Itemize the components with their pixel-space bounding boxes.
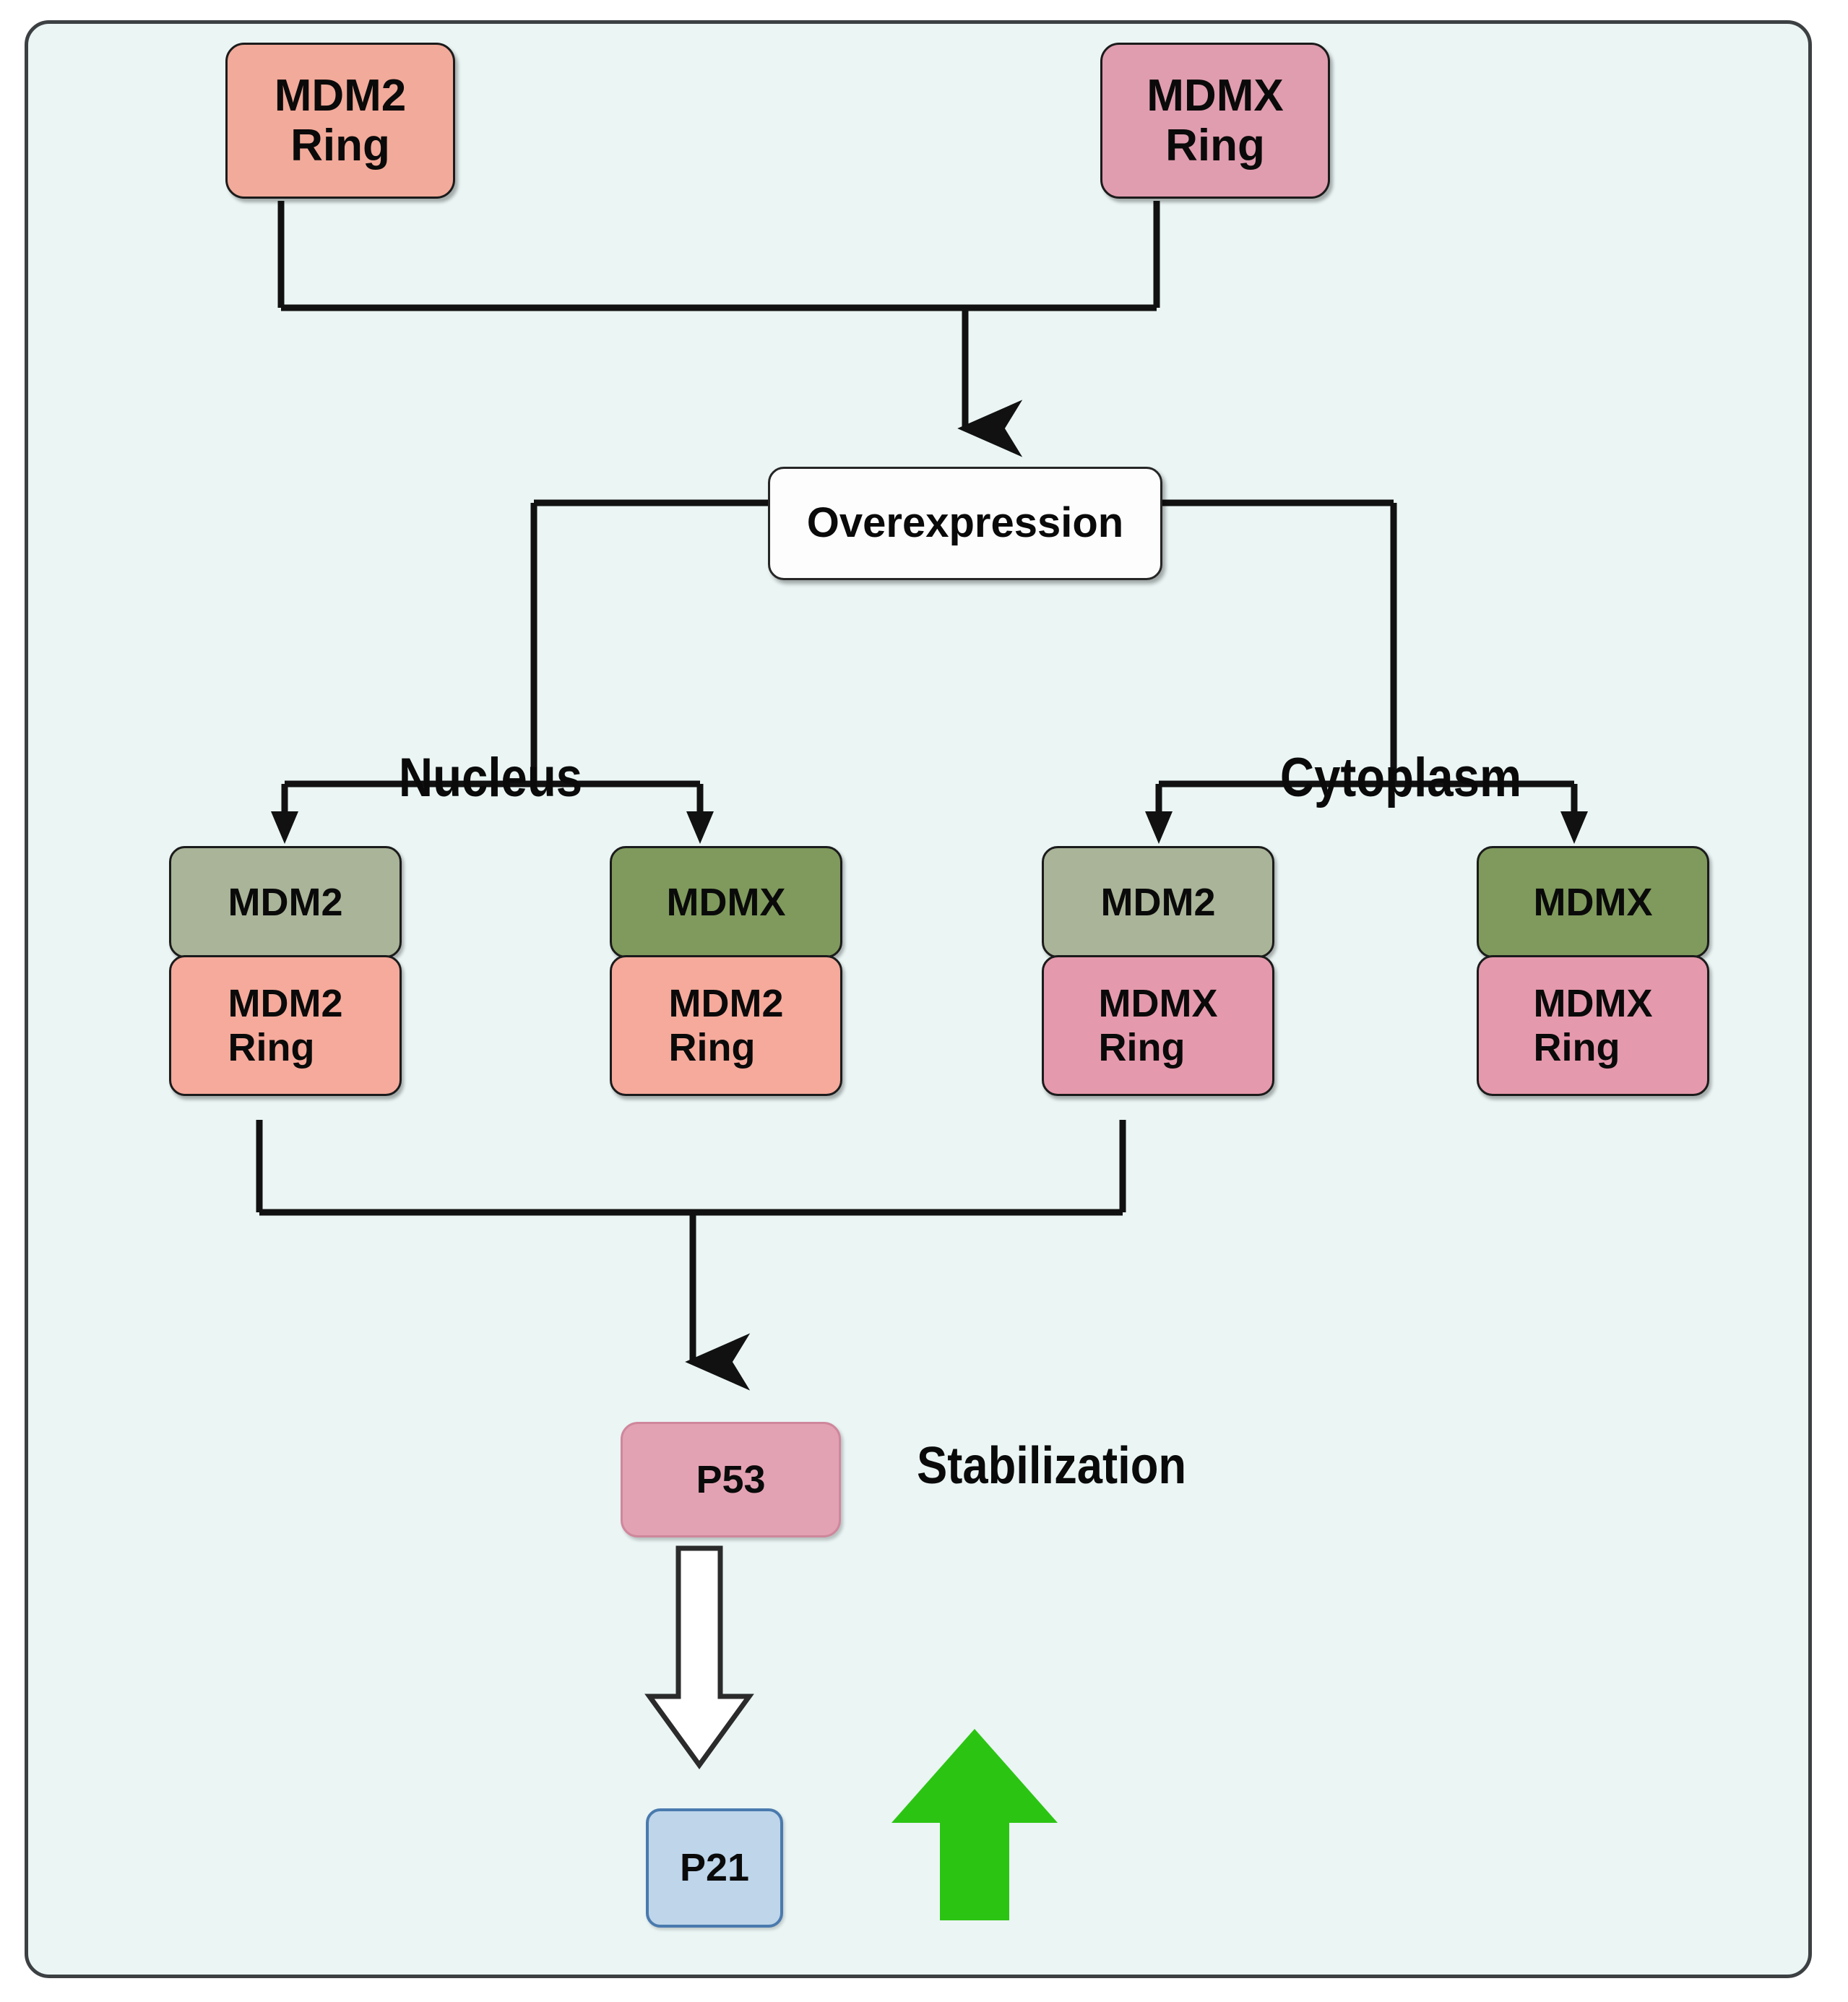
- label-cytoplasm: Cytoplasm: [1279, 747, 1522, 808]
- complex-bottom-segment: MDMX Ring: [1042, 955, 1274, 1096]
- complex-top-segment: MDM2: [169, 846, 402, 958]
- node-p53: P53: [621, 1422, 841, 1537]
- arrowhead-cytoplasm-right: [1560, 811, 1588, 844]
- complex-cytoplasm-mdmx-mdmxring: MDMX MDMX Ring: [1477, 846, 1709, 1096]
- complex-nucleus-mdmx-mdm2ring: MDMX MDM2 Ring: [610, 846, 842, 1096]
- green-up-arrow-icon: [891, 1729, 1058, 1920]
- arrowhead-nucleus-right: [686, 811, 714, 844]
- complex-top-segment: MDMX: [1477, 846, 1709, 958]
- complex-bottom-segment: MDM2 Ring: [610, 955, 842, 1096]
- node-overexpression: Overexpression: [768, 467, 1162, 580]
- label-nucleus: Nucleus: [398, 747, 583, 808]
- pathway-diagram-frame: MDM2 Ring MDMX Ring Overexpression Nucle…: [25, 20, 1812, 1978]
- arrowhead-cytoplasm-left: [1145, 811, 1173, 844]
- compartment-arrowheads: [271, 811, 1588, 844]
- node-mdmx-ring-top: MDMX Ring: [1100, 43, 1330, 199]
- label-stabilization: Stabilization: [917, 1437, 1187, 1495]
- complex-cytoplasm-mdm2-mdmxring: MDM2 MDMX Ring: [1042, 846, 1274, 1096]
- arrowhead-nucleus-left: [271, 811, 298, 844]
- complex-top-segment: MDM2: [1042, 846, 1274, 958]
- complex-top-segment: MDMX: [610, 846, 842, 958]
- complex-nucleus-mdm2-mdm2ring: MDM2 MDM2 Ring: [169, 846, 402, 1096]
- hollow-block-arrow-p53-to-p21: [644, 1545, 754, 1769]
- node-mdm2-ring-top: MDM2 Ring: [225, 43, 455, 199]
- complex-bottom-segment: MDMX Ring: [1477, 955, 1709, 1096]
- node-p21: P21: [646, 1808, 783, 1928]
- complex-bottom-segment: MDM2 Ring: [169, 955, 402, 1096]
